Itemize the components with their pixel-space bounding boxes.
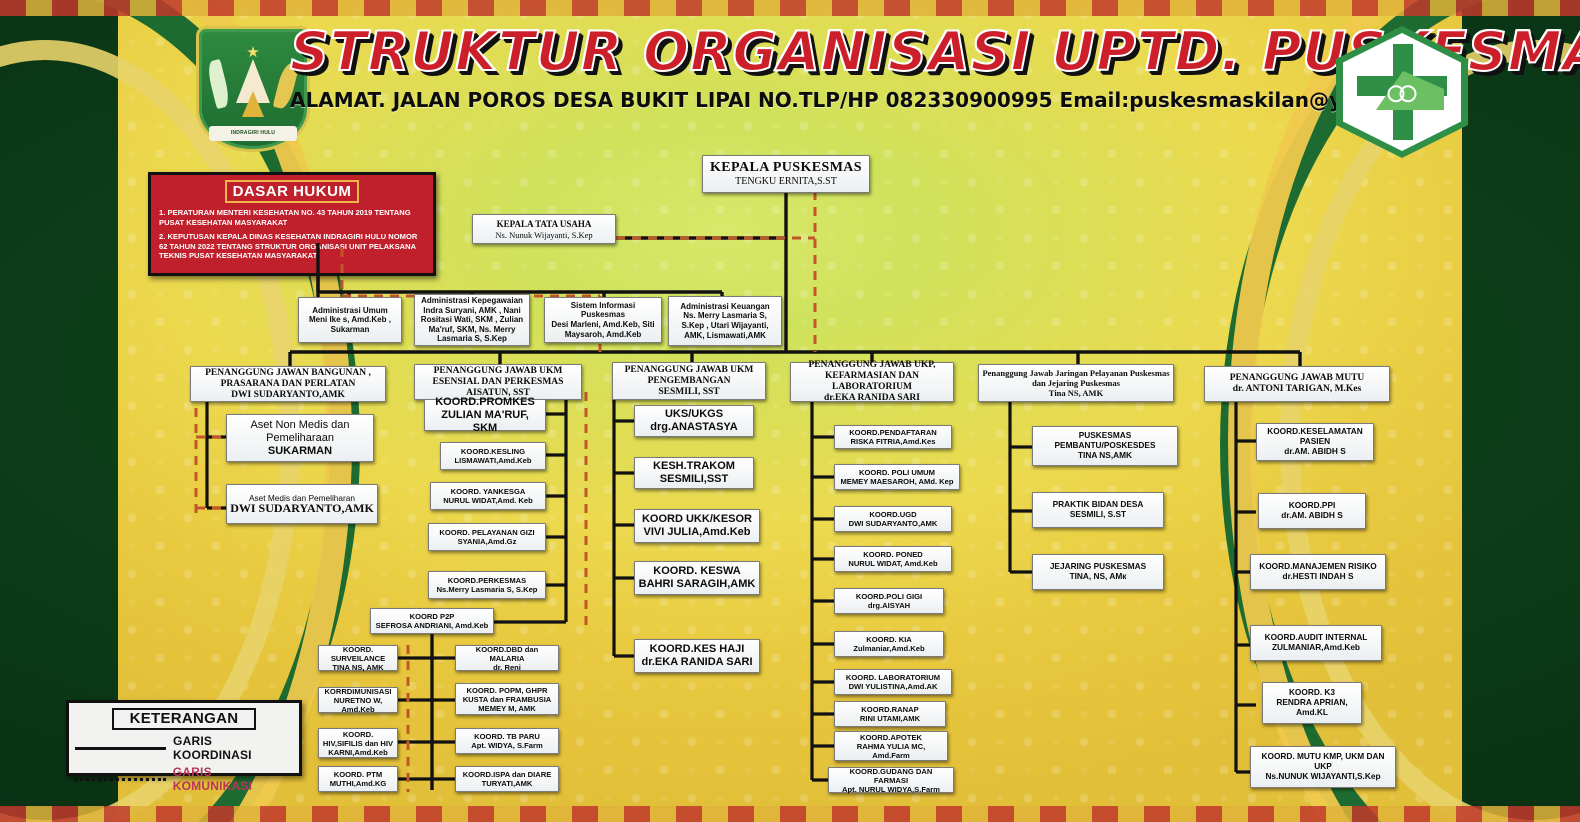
node-uks-ukgs[interactable]: UKS/UKGS drg.ANASTASYA	[634, 405, 754, 437]
node-koord-perkesmas[interactable]: KOORD.PERKESMAS Ns.Merry Lasmaria S, S.K…	[428, 571, 546, 599]
node-koord-k3[interactable]: KOORD. K3 RENDRA APRIAN, Amd.KL	[1262, 682, 1362, 724]
legend-row-koordinasi: GARIS KOORDINASI	[75, 734, 293, 762]
node-head-ukp[interactable]: PENANGGUNG JAWAB UKP, KEFARMASIAN DAN LA…	[790, 360, 954, 403]
node-aset-medis[interactable]: Aset Medis dan Pemeliharan DWI SUDARYANT…	[226, 484, 378, 524]
node-koord-kes-haji[interactable]: KOORD.KES HAJI dr.EKA RANIDA SARI	[634, 639, 760, 673]
node-koord-popm-ghpr[interactable]: KOORD. POPM, GHPR KUSTA dan FRAMBUSIA ME…	[455, 683, 559, 715]
legend-row-komunikasi: GARIS KOMUNIKASI	[75, 765, 293, 793]
node-koord-poned[interactable]: KOORD. PONED NURUL WIDAT, Amd.Keb	[834, 546, 952, 572]
regency-emblem-icon: ★ INDRAGIRI HULU	[196, 26, 310, 152]
node-head-mutu[interactable]: PENANGGUNG JAWAB MUTU dr. ANTONI TARIGAN…	[1204, 366, 1390, 402]
border-strip-bottom	[0, 806, 1580, 822]
node-koord-manajemen-risiko[interactable]: KOORD.MANAJEMEN RISIKO dr.HESTI INDAH S	[1250, 554, 1386, 590]
keterangan-title: KETERANGAN	[112, 708, 256, 730]
node-koord-keswa[interactable]: KOORD. KESWA BAHRI SARAGIH,AMK	[634, 561, 760, 595]
node-kesh-trakom[interactable]: KESH.TRAKOM SESMILI,SST	[634, 457, 754, 489]
node-kepala-puskesmas[interactable]: KEPALA PUSKESMAS TENGKU ERNITA,S.ST	[702, 155, 870, 193]
crest-band-label: INDRAGIRI HULU	[208, 125, 298, 141]
node-koord-kia[interactable]: KOORD. KIA Zulmaniar,Amd.Keb	[834, 631, 944, 657]
node-praktik-bidan-desa[interactable]: PRAKTIK BIDAN DESA SESMILI, S.ST	[1032, 492, 1164, 528]
dasar-hukum-title: DASAR HUKUM	[225, 180, 359, 203]
node-koord-ukk-kesor[interactable]: KOORD UKK/KESOR VIVI JULIA,Amd.Keb	[634, 509, 760, 543]
node-koord-gudang-farmasi[interactable]: KOORD.GUDANG DAN FARMASI Apt. NURUL WIDY…	[828, 767, 954, 794]
node-koord-pelayanan-gizi[interactable]: KOORD. PELAYANAN GIZI SYANIA,Amd.Gz	[428, 523, 546, 551]
node-jejaring-puskesmas[interactable]: JEJARING PUSKESMAS TINA, NS, AMк	[1032, 554, 1164, 590]
node-koord-apotek[interactable]: KOORD.APOTEK RAHMA YULIA MC, Amd.Farm	[834, 731, 948, 761]
legend-label-koordinasi: GARIS KOORDINASI	[173, 734, 252, 762]
node-koord-keselamatan-pasien[interactable]: KOORD.KESELAMATAN PASIEN dr.AM. ABIDH S	[1256, 423, 1374, 461]
node-koord-audit-internal[interactable]: KOORD.AUDIT INTERNAL ZULMANIAR,Amd.Keb	[1250, 625, 1382, 661]
puskesmas-hexagon-cross-icon	[1336, 26, 1468, 158]
node-kepala-tata-usaha[interactable]: KEPALA TATA USAHA Ns. Nunuk Wijayanti, S…	[472, 214, 616, 244]
node-koord-kesling[interactable]: KOORD.KESLING LISMAWATI,Amd.Keb	[440, 442, 546, 470]
node-koord-tb-paru[interactable]: KOORD. TB PARU Apt. WIDYA, S.Farm	[455, 728, 559, 754]
node-koord-dbd-malaria[interactable]: KOORD.DBD dan MALARIA dr. Reni	[455, 645, 559, 672]
node-koord-poli-gigi[interactable]: KOORD.POLI GIGI drg.AISYAH	[834, 588, 944, 614]
legend-solid-line-icon	[75, 746, 167, 750]
border-strip-top	[0, 0, 1580, 16]
dasar-hukum-box: DASAR HUKUM 1. PERATURAN MENTERI KESEHAT…	[148, 172, 436, 276]
node-aset-non-medis[interactable]: Aset Non Medis dan Pemeliharaan SUKARMAN	[226, 414, 374, 462]
node-koord-ugd[interactable]: KOORD.UGD DWI SUDARYANTO,AMK	[834, 506, 952, 532]
node-koord-pendaftaran[interactable]: KOORD.PENDAFTARAN RISKA FITRIA,Amd.Kes	[834, 425, 952, 449]
node-head-jaringan[interactable]: Penanggung Jawab Jaringan Pelayanan Pusk…	[978, 364, 1174, 402]
node-head-ukm-pengembangan[interactable]: PENANGGUNG JAWAB UKM PENGEMBANGAN SESMIL…	[612, 362, 766, 400]
node-head-bangunan[interactable]: PENANGGUNG JAWAN BANGUNAN , PRASARANA DA…	[190, 366, 386, 402]
node-koord-hiv-sifilis[interactable]: KOORD. HIV,SIFILIS dan HIV KARNI,Amd.Keb	[318, 728, 398, 758]
node-koord-ispa-diare[interactable]: KOORD.ISPA dan DIARE TURYATI,AMK	[455, 766, 559, 792]
legend-dotted-line-icon	[75, 777, 166, 781]
node-administrasi-keuangan[interactable]: Administrasi Keuangan Ns. Merry Lasmaria…	[668, 296, 782, 346]
node-puskesmas-pembantu[interactable]: PUSKESMAS PEMBANTU/POSKESDES TINA NS,AMK	[1032, 426, 1178, 466]
banner-header: ★ INDRAGIRI HULU STRUKTUR ORGANISASI UPT…	[0, 0, 1580, 158]
node-administrasi-umum[interactable]: Administrasi Umum Meni Ike s, Amd.Keb , …	[298, 297, 402, 343]
legend-label-komunikasi: GARIS KOMUNIKASI	[172, 765, 253, 793]
node-koord-promkes[interactable]: KOORD.PROMKES ZULIAN MA'RUF, SKM	[424, 396, 546, 434]
node-koord-poli-umum[interactable]: KOORD. POLI UMUM MEMEY MAESAROH, AMd. Ke…	[834, 464, 960, 490]
node-administrasi-kepegawaian[interactable]: Administrasi Kepegawaian Indra Suryani, …	[414, 294, 530, 346]
node-head-ukm-esensial[interactable]: PENANGGUNG JAWAB UKM ESENSIAL DAN PERKES…	[414, 364, 582, 400]
node-koord-imunisasi[interactable]: KORRDIMUNISASI NURETNO W, Amd.Keb	[318, 687, 398, 714]
dasar-hukum-item: 2. KEPUTUSAN KEPALA DINAS KESEHATAN INDR…	[159, 232, 418, 261]
keterangan-legend-box: KETERANGAN GARIS KOORDINASI GARIS KOMUNI…	[66, 700, 302, 793]
node-koord-mutu-kmp[interactable]: KOORD. MUTU KMP, UKM DAN UKP Ns.NUNUK WI…	[1250, 746, 1396, 788]
node-sistem-informasi-puskesmas[interactable]: Sistem Informasi Puskesmas Desi Marleni,…	[544, 297, 662, 343]
node-koord-ranap[interactable]: KOORD.RANAP RINI UTAMI,AMK	[834, 701, 946, 727]
node-koord-yankesga[interactable]: KOORD. YANKESGA NURUL WIDAT,Amd. Keb	[430, 482, 546, 510]
node-koord-p2p[interactable]: KOORD P2P SEFROSA ANDRIANI, Amd.Keb	[370, 608, 494, 634]
page-subtitle-address: ALAMAT. JALAN POROS DESA BUKIT LIPAI NO.…	[290, 88, 1452, 112]
node-koord-surveilance[interactable]: KOORD. SURVEILANCE TINA NS, AMK	[318, 645, 398, 672]
dasar-hukum-item: 1. PERATURAN MENTERI KESEHATAN NO. 43 TA…	[159, 208, 411, 227]
node-koord-ptm[interactable]: KOORD. PTM MUTHI,Amd.KG	[318, 766, 398, 792]
node-koord-ppi[interactable]: KOORD.PPI dr.AM. ABIDH S	[1258, 493, 1366, 529]
node-koord-laboratorium[interactable]: KOORD. LABORATORIUM DWI YULISTINA,Amd.AK	[834, 669, 952, 695]
